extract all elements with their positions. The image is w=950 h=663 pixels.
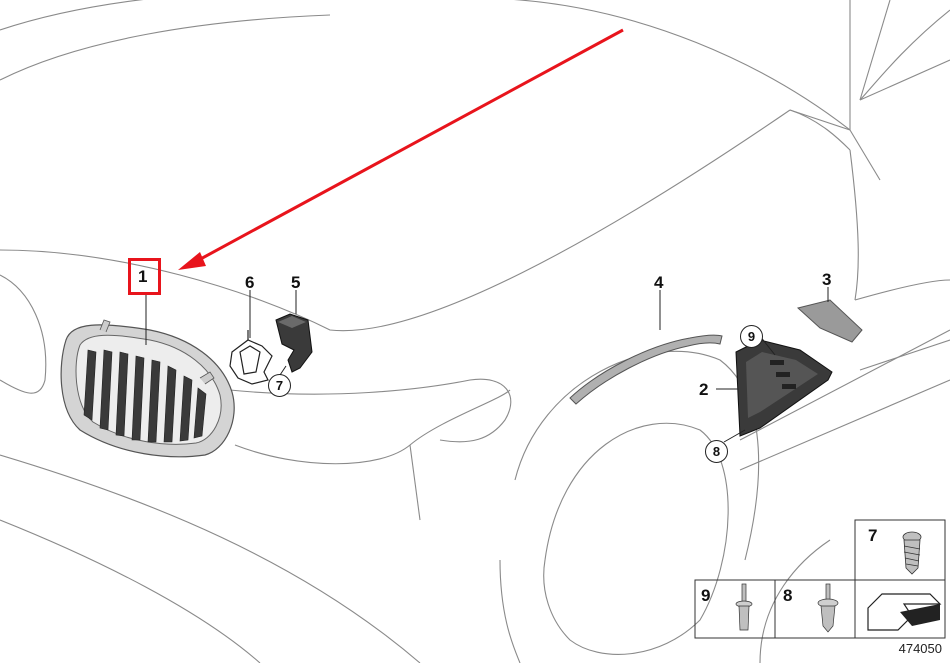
screw-7-icon [902, 531, 922, 575]
callout-9-circled: 9 [740, 325, 763, 348]
callout-7-circled: 7 [268, 374, 291, 397]
callout-8-circled: 8 [705, 440, 728, 463]
rivet-9-icon [735, 583, 753, 631]
image-id: 474050 [898, 641, 942, 656]
part-6-bracket [229, 330, 273, 385]
part-5-holder [275, 313, 313, 373]
legend-label-8: 8 [783, 586, 793, 605]
legend-label-7: 7 [868, 526, 878, 545]
part-3-cover [796, 299, 863, 343]
callout-4: 4 [654, 273, 664, 292]
callout-1: 1 [138, 267, 148, 286]
highlight-arrow [178, 28, 624, 270]
part-4-trim [569, 334, 723, 405]
highlight-box [128, 258, 161, 295]
fastener-legend [694, 519, 946, 639]
part-1-grille [60, 319, 235, 458]
callout-6: 6 [245, 273, 255, 292]
callout-2: 2 [699, 380, 709, 399]
direction-symbol-icon [867, 593, 942, 631]
rivet-8-icon [817, 583, 839, 633]
legend-label-9: 9 [701, 586, 711, 605]
callout-5: 5 [291, 273, 301, 292]
callout-3: 3 [822, 270, 832, 289]
part-2-vent [735, 339, 833, 437]
